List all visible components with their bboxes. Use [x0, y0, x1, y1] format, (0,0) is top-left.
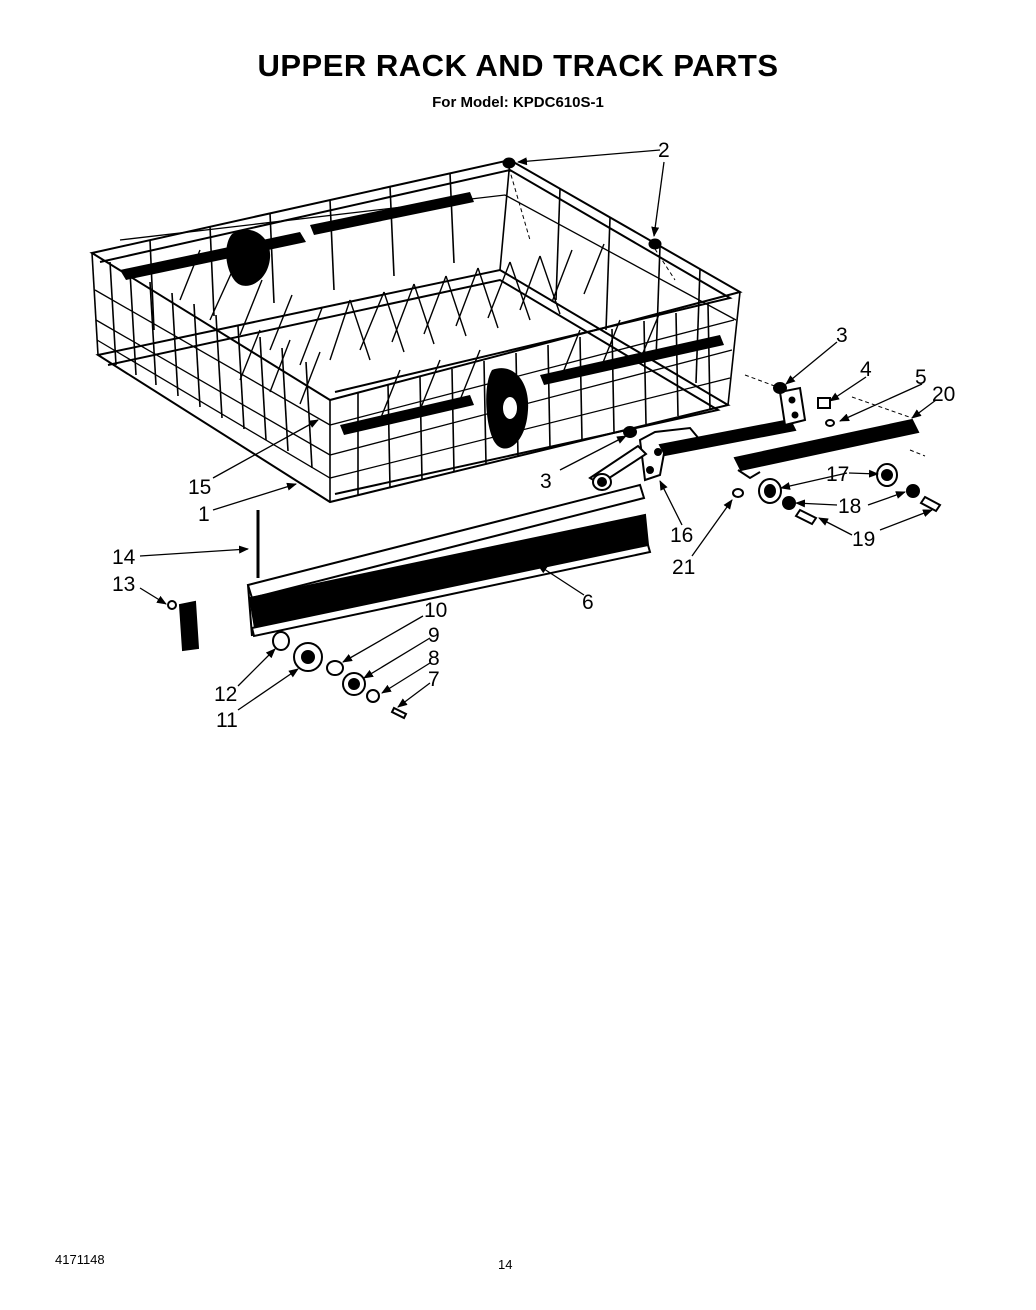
callout-14: 14 [112, 546, 136, 569]
callout-19: 19 [852, 528, 875, 551]
callout-20: 20 [932, 383, 955, 406]
rack-stops [502, 157, 676, 281]
callout-3b: 3 [540, 470, 552, 493]
upper-rack [89, 158, 743, 504]
leader-lines [139, 149, 937, 711]
callout-9: 9 [428, 624, 440, 647]
callout-10: 10 [424, 599, 447, 622]
lower-track-assembly [167, 483, 652, 720]
callout-6: 6 [582, 591, 594, 614]
callout-4: 4 [860, 358, 872, 381]
callout-1: 1 [198, 503, 210, 526]
callout-2a: 2 [658, 139, 670, 162]
callout-17: 17 [826, 463, 849, 486]
callout-15: 15 [188, 476, 211, 499]
callout-16: 16 [670, 524, 693, 547]
callout-11: 11 [216, 709, 238, 732]
callout-7: 7 [428, 668, 440, 691]
callout-12: 12 [214, 683, 237, 706]
page-number: 14 [498, 1257, 513, 1272]
callout-3a: 3 [836, 324, 848, 347]
model-subtitle: For Model: KPDC610S-1 [432, 94, 604, 111]
callout-13: 13 [112, 573, 135, 596]
callout-labels: 2 2 3 4 5 20 3 17 18 19 16 21 15 1 14 13… [112, 139, 955, 732]
callout-8: 8 [428, 647, 440, 670]
callout-21: 21 [672, 556, 695, 579]
callout-5: 5 [915, 366, 927, 389]
document-number: 4171148 [55, 1252, 105, 1267]
page-title: UPPER RACK AND TRACK PARTS [257, 48, 779, 83]
callout-18: 18 [838, 495, 861, 518]
right-track-assembly [588, 374, 942, 526]
